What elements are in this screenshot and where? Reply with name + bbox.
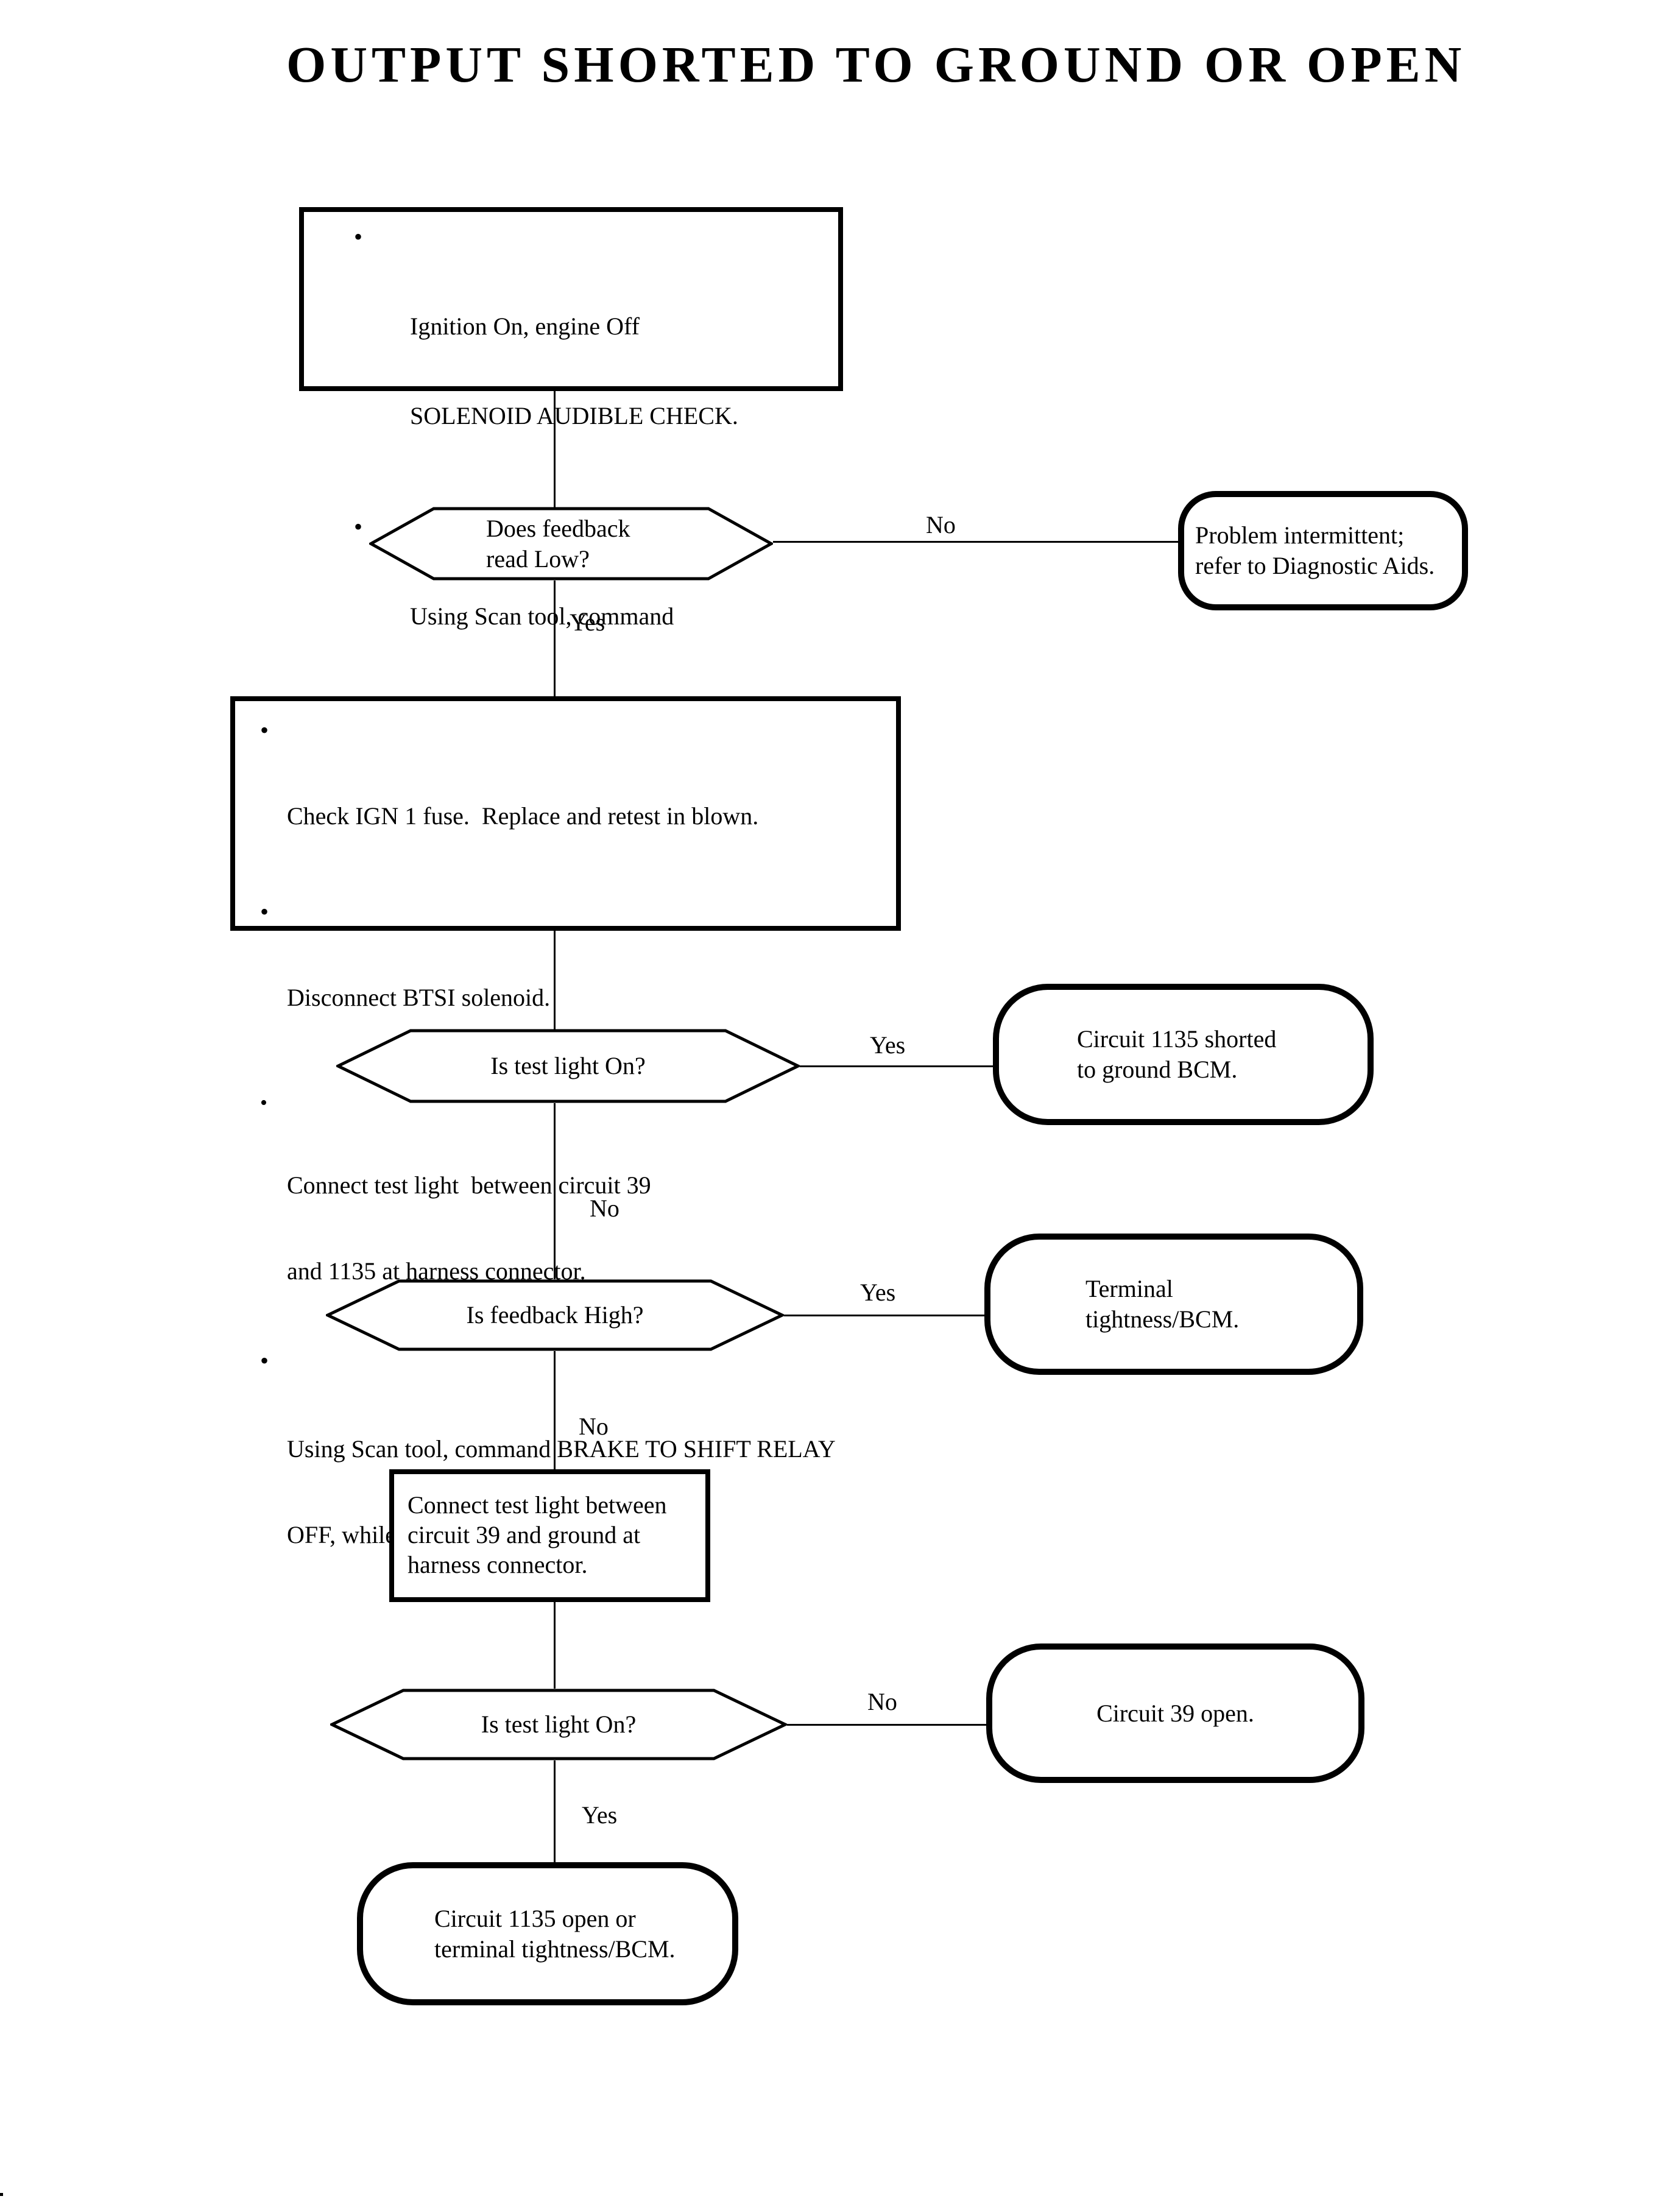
terminal-text-line: Problem intermittent; [1195,521,1405,549]
process-text-line: Ignition On, engine Off [410,312,640,340]
connector-line [554,1602,556,1689]
edge-label-no: No [579,1413,609,1440]
bullet-item: • Disconnect BTSI solenoid. [235,897,889,1069]
terminal-text-line: Circuit 1135 open or [434,1904,636,1932]
connector-line [554,1103,556,1279]
bullet-icon: • [260,1347,269,1374]
decision-text: Is test light On? [330,1689,787,1760]
terminal-text-line: terminal tightness/BCM. [434,1935,676,1963]
connector-line [784,1315,984,1316]
terminal-text-line: to ground BCM. [1077,1056,1238,1083]
bullet-icon: • [354,223,363,250]
decision-is-test-light-on-2: Is test light On? [330,1689,787,1760]
process-text-line: Disconnect BTSI solenoid. [287,984,551,1011]
edge-label-yes: Yes [870,1031,906,1059]
terminal-text-line: Circuit 39 open. [1096,1699,1254,1727]
process-step-2: • Check IGN 1 fuse. Replace and retest i… [230,696,901,1548]
process-text-line: Connect test light between circuit 39 [287,1171,651,1199]
decision-is-test-light-on-1: Is test light On? [336,1029,800,1103]
connector-line [554,931,556,1030]
decision-text: Does feedback read Low? [369,507,773,581]
connector-line [554,581,556,696]
page-title: OUTPUT SHORTED TO GROUND OR OPEN [286,37,1466,93]
terminal-text-line: Circuit 1135 shorted [1077,1025,1277,1053]
terminal-circuit-39-open: Circuit 39 open. [986,1643,1364,1783]
bullet-icon: • [260,898,269,925]
terminal-problem-intermittent: Problem intermittent; refer to Diagnosti… [1178,491,1468,610]
page-corner-artifact [0,2193,3,2196]
process-step-1: • Ignition On, engine Off SOLENOID AUDIB… [299,207,843,809]
decision-text-line: Does feedback [486,514,630,542]
decision-text: Is feedback High? [326,1279,784,1351]
connector-line [554,1351,556,1469]
process-text-line: Connect test light between [408,1491,667,1519]
terminal-circuit-1135-open: Circuit 1135 open or terminal tightness/… [357,1862,738,2005]
process-text-line: circuit 39 and ground at [408,1521,641,1548]
process-text-line: Using Scan tool, command [410,602,674,630]
bullet-icon: • [354,513,363,540]
hexagon-shape [369,507,773,581]
decision-does-feedback-read-low: Does feedback read Low? [369,507,773,581]
decision-is-feedback-high: Is feedback High? [326,1279,784,1351]
terminal-circuit-1135-shorted: Circuit 1135 shorted to ground BCM. [993,984,1374,1125]
edge-label-no: No [867,1688,897,1715]
decision-text-line: read Low? [486,545,590,573]
bullet-icon: • [260,716,269,744]
process-step-3: Connect test light between circuit 39 an… [389,1469,710,1602]
edge-label-yes: Yes [860,1279,896,1306]
connector-line [554,1760,556,1862]
decision-text-line: Is test light On? [481,1710,637,1738]
bullet-item: • Check IGN 1 fuse. Replace and retest i… [235,716,889,888]
edge-label-no: No [590,1195,619,1222]
decision-text-line: Is test light On? [490,1052,646,1079]
process-text-line: harness connector. [408,1551,588,1578]
terminal-text-line: tightness/BCM. [1085,1305,1240,1333]
connector-line [787,1724,986,1726]
terminal-text-line: refer to Diagnostic Aids. [1195,552,1435,579]
edge-label-yes: Yes [570,609,605,636]
connector-line [554,391,556,508]
bullet-item: • Ignition On, engine Off SOLENOID AUDIB… [304,222,832,490]
edge-label-no: No [926,511,956,538]
process-text-line: SOLENOID AUDIBLE CHECK. [410,402,738,429]
hexagon-shape [336,1029,800,1103]
hexagon-shape [326,1279,784,1351]
bullet-icon: • [260,1092,267,1114]
process-text-line: Using Scan tool, command BRAKE TO SHIFT … [287,1435,836,1463]
process-text-line: Check IGN 1 fuse. Replace and retest in … [287,802,759,830]
terminal-text-line: Terminal [1085,1275,1173,1302]
edge-label-yes: Yes [582,1801,618,1829]
decision-text-line: Is feedback High? [466,1301,644,1329]
hexagon-shape [330,1689,787,1760]
connector-line [773,541,1178,543]
connector-line [800,1065,993,1067]
terminal-terminal-tightness-bcm: Terminal tightness/BCM. [984,1234,1363,1375]
decision-text: Is test light On? [336,1029,800,1103]
